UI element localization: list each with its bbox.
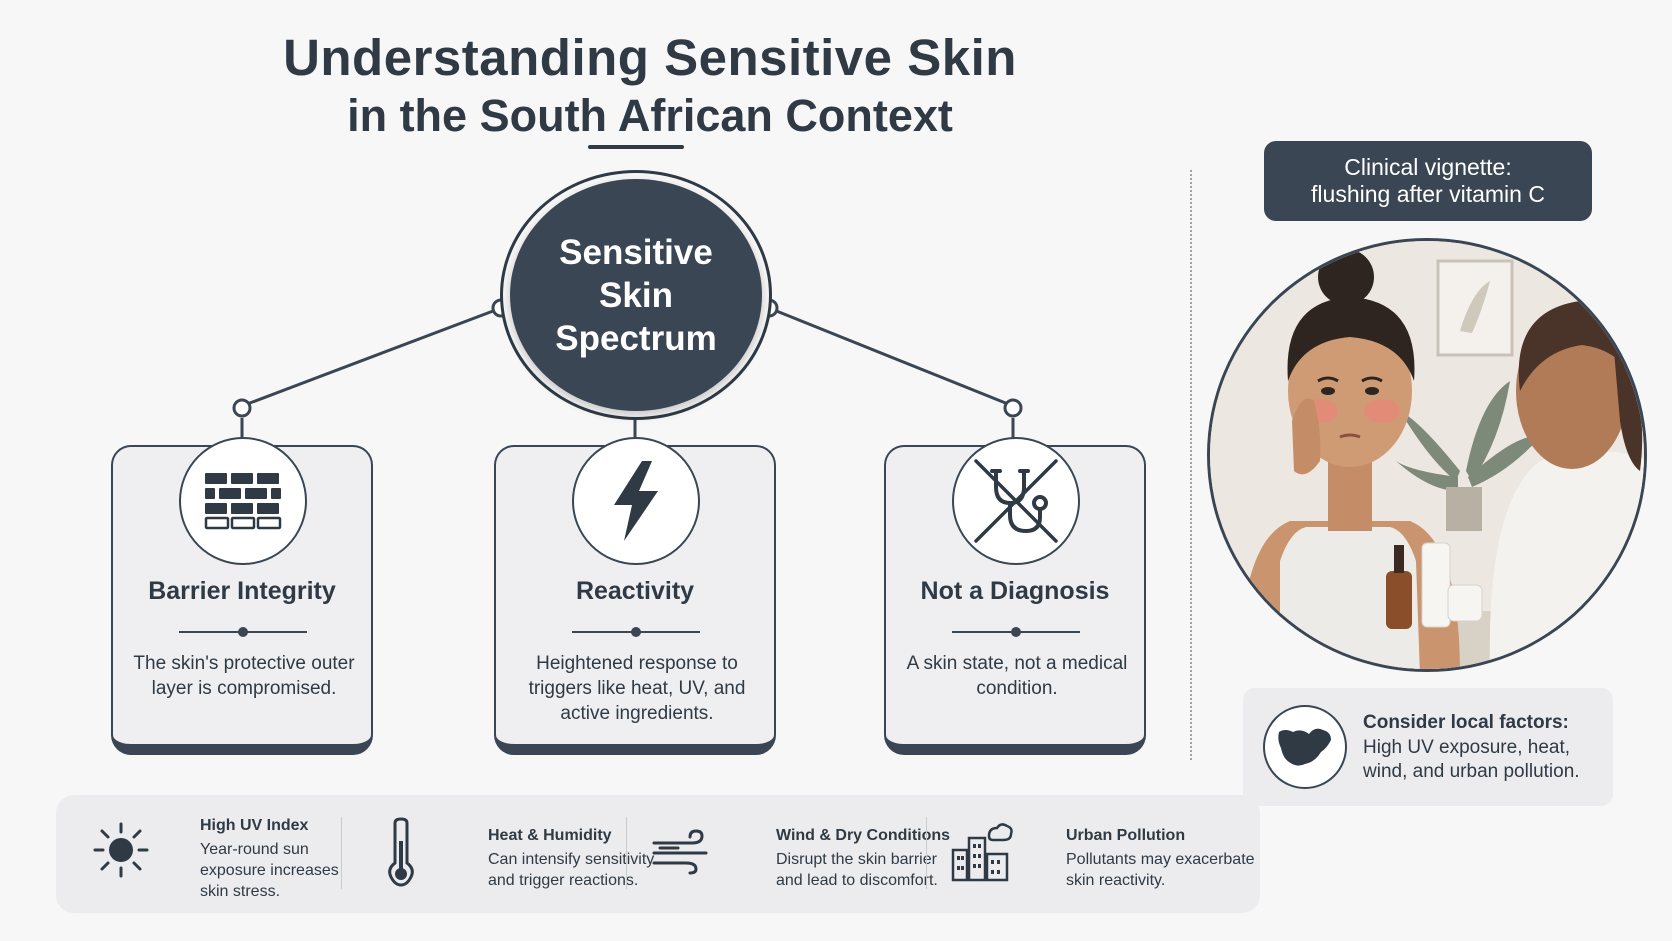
factor-separator	[341, 817, 342, 889]
card-title: Not a Diagnosis	[920, 577, 1110, 605]
card-text: The skin's protective outer layer is com…	[133, 653, 355, 699]
factor-text: Can intensify sensitivity and trigger re…	[488, 851, 655, 889]
factor-high-uv: High UV Index Year-round sun exposure in…	[86, 795, 386, 913]
brick-wall-icon	[179, 437, 307, 565]
card-text: A skin state, not a medical condition.	[906, 653, 1128, 699]
factor-wind-dry: Wind & Dry Conditions Disrupt the skin b…	[646, 795, 950, 913]
card-title: Barrier Integrity	[148, 577, 336, 605]
factor-text: Year-round sun exposure increases skin s…	[200, 841, 339, 900]
thermometer-icon	[366, 817, 436, 887]
factor-separator	[626, 817, 627, 889]
clinical-vignette-illustration	[1207, 238, 1647, 672]
title-underline	[588, 145, 684, 149]
factor-title: High UV Index	[200, 817, 309, 834]
hub-circle: Sensitive Skin Spectrum	[500, 170, 772, 420]
card-divider	[179, 627, 307, 637]
hub-line-3: Spectrum	[555, 318, 717, 358]
card-text: Heightened response to triggers like hea…	[528, 653, 746, 724]
card-title: Reactivity	[575, 577, 695, 605]
card-divider	[952, 627, 1080, 637]
environmental-factors-bar: High UV Index Year-round sun exposure in…	[56, 795, 1260, 913]
page-title: Understanding Sensitive Skin in the Sout…	[200, 28, 1100, 144]
factor-text: Pollutants may exacerbate skin reactivit…	[1066, 851, 1255, 889]
factor-title: Heat & Humidity	[488, 827, 612, 844]
connector-left	[241, 306, 502, 408]
vignette-label: Clinical vignette: flushing after vitami…	[1264, 141, 1592, 221]
section-divider	[1190, 170, 1192, 760]
factor-title: Wind & Dry Conditions	[776, 827, 951, 844]
vignette-line-2: flushing after vitamin C	[1311, 181, 1545, 207]
local-factors-text: High UV exposure, heat, wind, and urban …	[1363, 737, 1580, 782]
local-factors-title: Consider local factors:	[1363, 712, 1569, 733]
crossed-stethoscope-icon	[952, 437, 1080, 565]
city-pollution-icon	[946, 817, 1016, 887]
factor-text: Disrupt the skin barrier and lead to dis…	[776, 851, 938, 889]
lightning-bolt-icon	[572, 437, 700, 565]
factor-title: Urban Pollution	[1066, 827, 1186, 844]
node-card-left	[232, 398, 252, 418]
card-reactivity: Reactivity Heightened response to trigge…	[494, 437, 776, 755]
vignette-line-1: Clinical vignette:	[1344, 154, 1512, 180]
wind-icon	[646, 817, 716, 887]
card-divider	[572, 627, 700, 637]
title-line-1: Understanding Sensitive Skin	[283, 29, 1017, 86]
factor-separator	[926, 817, 927, 889]
node-card-right	[1003, 398, 1023, 418]
factor-heat-humidity: Heat & Humidity Can intensify sensitivit…	[356, 795, 656, 913]
hub-line-2: Skin	[599, 275, 673, 315]
card-not-a-diagnosis: Not a Diagnosis A skin state, not a medi…	[884, 437, 1146, 755]
factor-urban-pollution: Urban Pollution Pollutants may exacerbat…	[946, 795, 1255, 913]
connector-right	[768, 306, 1014, 408]
sun-icon	[86, 815, 156, 885]
title-line-2: in the South African Context	[347, 90, 953, 141]
hub-line-1: Sensitive	[559, 232, 713, 272]
hub-label: Sensitive Skin Spectrum	[510, 179, 762, 411]
card-barrier-integrity: Barrier Integrity The skin's protective …	[111, 437, 373, 755]
local-factors-callout: Consider local factors: High UV exposure…	[1243, 688, 1613, 806]
south-africa-map-icon	[1263, 705, 1347, 789]
